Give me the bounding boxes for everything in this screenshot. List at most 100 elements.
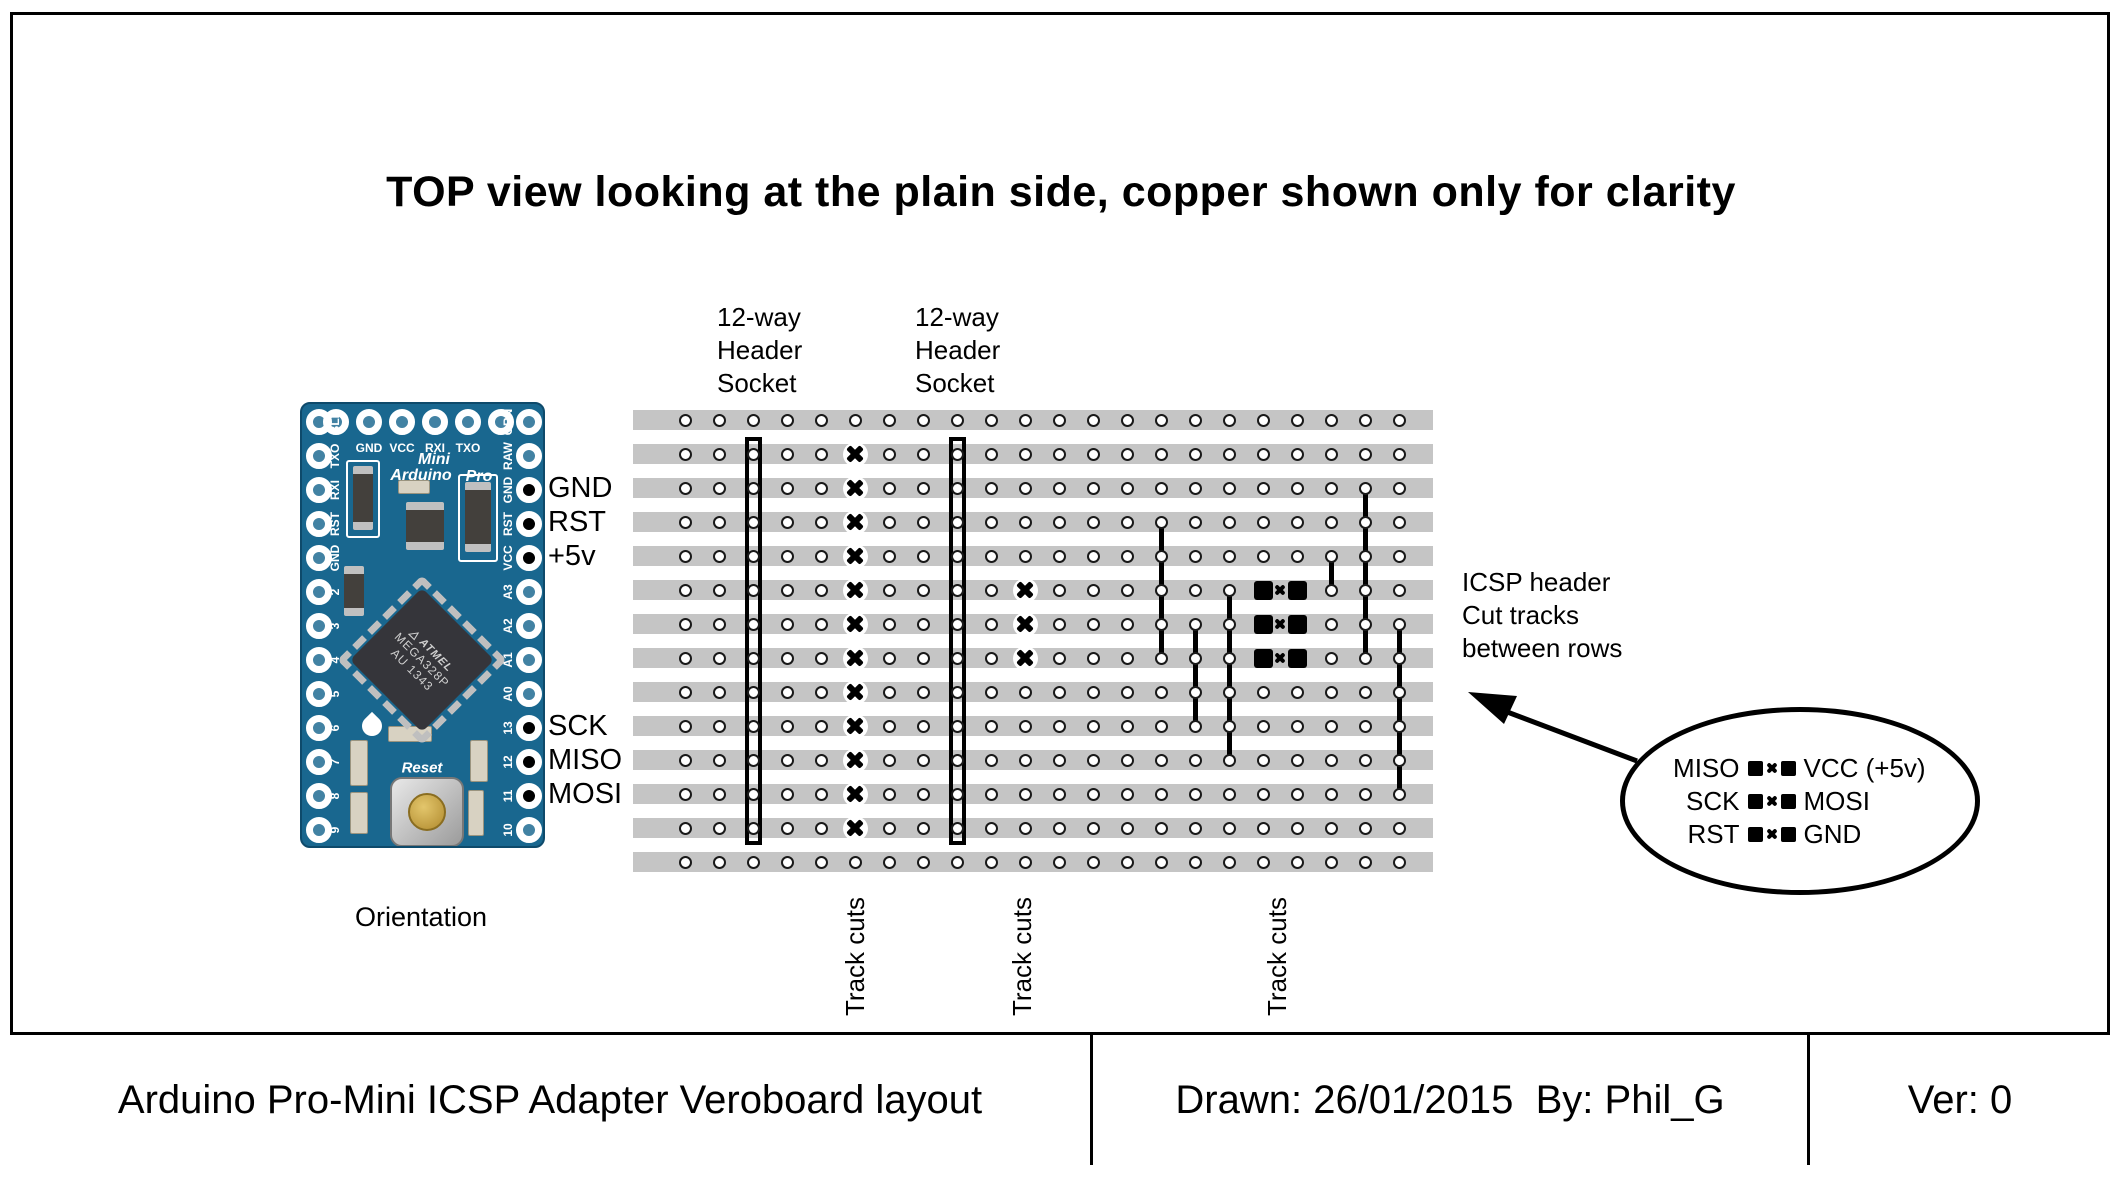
strip-hole [1222, 685, 1236, 699]
icsp-pin-pair-icon [1747, 793, 1796, 809]
strip-hole [1358, 685, 1372, 699]
strip-hole [1086, 481, 1100, 495]
strip-hole [678, 685, 692, 699]
icsp-note-line: Cut tracks [1462, 600, 1580, 630]
strip-hole [1188, 413, 1202, 427]
strip-hole [1154, 855, 1168, 869]
track-cut-cross-icon [846, 683, 864, 701]
strip-hole [712, 413, 726, 427]
strip-hole [1188, 617, 1202, 631]
strip-hole [950, 583, 964, 597]
strip-hole [780, 549, 794, 563]
strip-hole [1290, 447, 1304, 461]
strip-hole [1018, 549, 1032, 563]
pin-square-icon [1780, 793, 1796, 809]
strip-hole [882, 719, 896, 733]
strip-hole [814, 515, 828, 529]
strip-hole [780, 617, 794, 631]
strip-hole [916, 685, 930, 699]
strip-hole [1188, 787, 1202, 801]
strip-hole [712, 719, 726, 733]
strip-hole [1120, 821, 1134, 835]
strip-hole [984, 617, 998, 631]
strip-hole [780, 651, 794, 665]
strip-hole [1358, 821, 1372, 835]
icsp-note-line: ICSP header [1462, 567, 1611, 597]
strip-hole [712, 515, 726, 529]
strip-hole [712, 651, 726, 665]
pin-pad [306, 749, 332, 775]
strip-hole [1324, 413, 1338, 427]
socket-label-line: Header [717, 335, 803, 365]
strip-hole [950, 651, 964, 665]
strip-hole [1120, 787, 1134, 801]
strip-hole [1154, 583, 1168, 597]
strip-hole [1018, 719, 1032, 733]
pin-square-icon [1780, 826, 1796, 842]
track-cut-cross-icon [846, 649, 864, 667]
pin-pad [306, 783, 332, 809]
strip-hole [712, 685, 726, 699]
wire-link [1396, 624, 1402, 794]
pin-callout-label: MOSI [548, 778, 623, 810]
strip-hole [1358, 719, 1372, 733]
header-socket-outline [948, 437, 966, 845]
arduino-pro-mini-board: Mini Arduino Pro △ ATMEL MEGA328P AU 134… [300, 402, 545, 848]
strip-hole [1052, 549, 1066, 563]
strip-hole [814, 617, 828, 631]
strip-hole [1256, 685, 1270, 699]
smd-resistor [470, 740, 488, 782]
strip-hole [1222, 651, 1236, 665]
strip-hole [1256, 447, 1270, 461]
strip-hole [678, 651, 692, 665]
strip-hole [916, 855, 930, 869]
strip-hole [1392, 787, 1406, 801]
icsp-pin-square [1253, 648, 1273, 668]
strip-hole [1154, 821, 1168, 835]
strip-hole [712, 549, 726, 563]
strip-hole [780, 413, 794, 427]
icsp-cut-cross-icon [1274, 584, 1286, 596]
strip-hole [678, 583, 692, 597]
icsp-pin-square [1287, 614, 1307, 634]
strip-hole [814, 787, 828, 801]
strip-hole [746, 855, 760, 869]
pin-pad-marked [516, 511, 542, 537]
strip-hole [1222, 583, 1236, 597]
strip-hole [1358, 787, 1372, 801]
strip-hole [1358, 617, 1372, 631]
strip-hole [1324, 447, 1338, 461]
socket-label-line: 12-way [915, 302, 999, 332]
strip-hole [1392, 651, 1406, 665]
strip-hole [1256, 515, 1270, 529]
track-cut-cross-icon [846, 751, 864, 769]
strip-hole [1358, 515, 1372, 529]
icsp-pin-name: MISO [1673, 752, 1740, 783]
strip-hole [1018, 515, 1032, 529]
strip-hole [1154, 651, 1168, 665]
strip-hole [916, 821, 930, 835]
strip-hole [984, 651, 998, 665]
strip-hole [1290, 719, 1304, 733]
strip-hole [1222, 787, 1236, 801]
strip-hole [1052, 481, 1066, 495]
strip-hole [1290, 821, 1304, 835]
pin-square-icon [1747, 826, 1763, 842]
pin-pad [306, 647, 332, 673]
strip-hole [1290, 515, 1304, 529]
strip-hole [1324, 549, 1338, 563]
strip-hole [1324, 787, 1338, 801]
strip-hole [950, 753, 964, 767]
strip-hole [1324, 753, 1338, 767]
strip-hole [814, 481, 828, 495]
strip-hole [1120, 617, 1134, 631]
strip-hole [678, 413, 692, 427]
strip-hole [814, 855, 828, 869]
strip-hole [1052, 685, 1066, 699]
strip-hole [712, 617, 726, 631]
strip-hole [814, 651, 828, 665]
strip-hole [950, 481, 964, 495]
strip-hole [678, 753, 692, 767]
icsp-pin-square [1287, 648, 1307, 668]
pin-pad [306, 443, 332, 469]
